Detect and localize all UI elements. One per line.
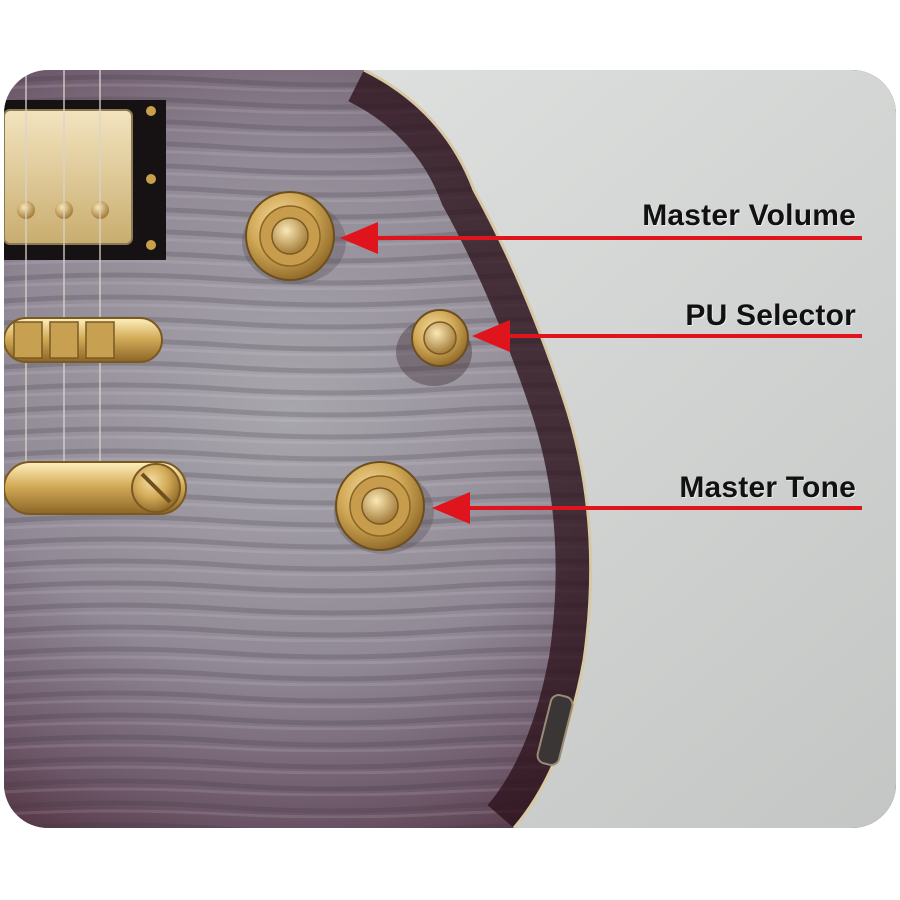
- volume-arrow: [340, 222, 862, 254]
- bridge: [4, 317, 163, 363]
- volume-knob-icon: [242, 191, 346, 284]
- tailpiece: [4, 461, 187, 515]
- tone-knob-icon: [334, 461, 434, 554]
- selector-switch-icon: [396, 309, 472, 386]
- tone-arrow: [432, 492, 862, 524]
- humbucker-pickup: [4, 100, 166, 260]
- pu-selector-label: PU Selector: [685, 299, 856, 332]
- guitar-photo: [4, 70, 896, 828]
- selector-arrow: [472, 320, 862, 352]
- output-jack: [536, 694, 574, 766]
- master-tone-label: Master Tone: [679, 471, 856, 504]
- image-frame: Master Volume PU Selector Master Tone: [4, 70, 896, 828]
- master-volume-label: Master Volume: [642, 199, 856, 232]
- guitar-strings: [25, 70, 101, 470]
- body-binding: [363, 70, 593, 828]
